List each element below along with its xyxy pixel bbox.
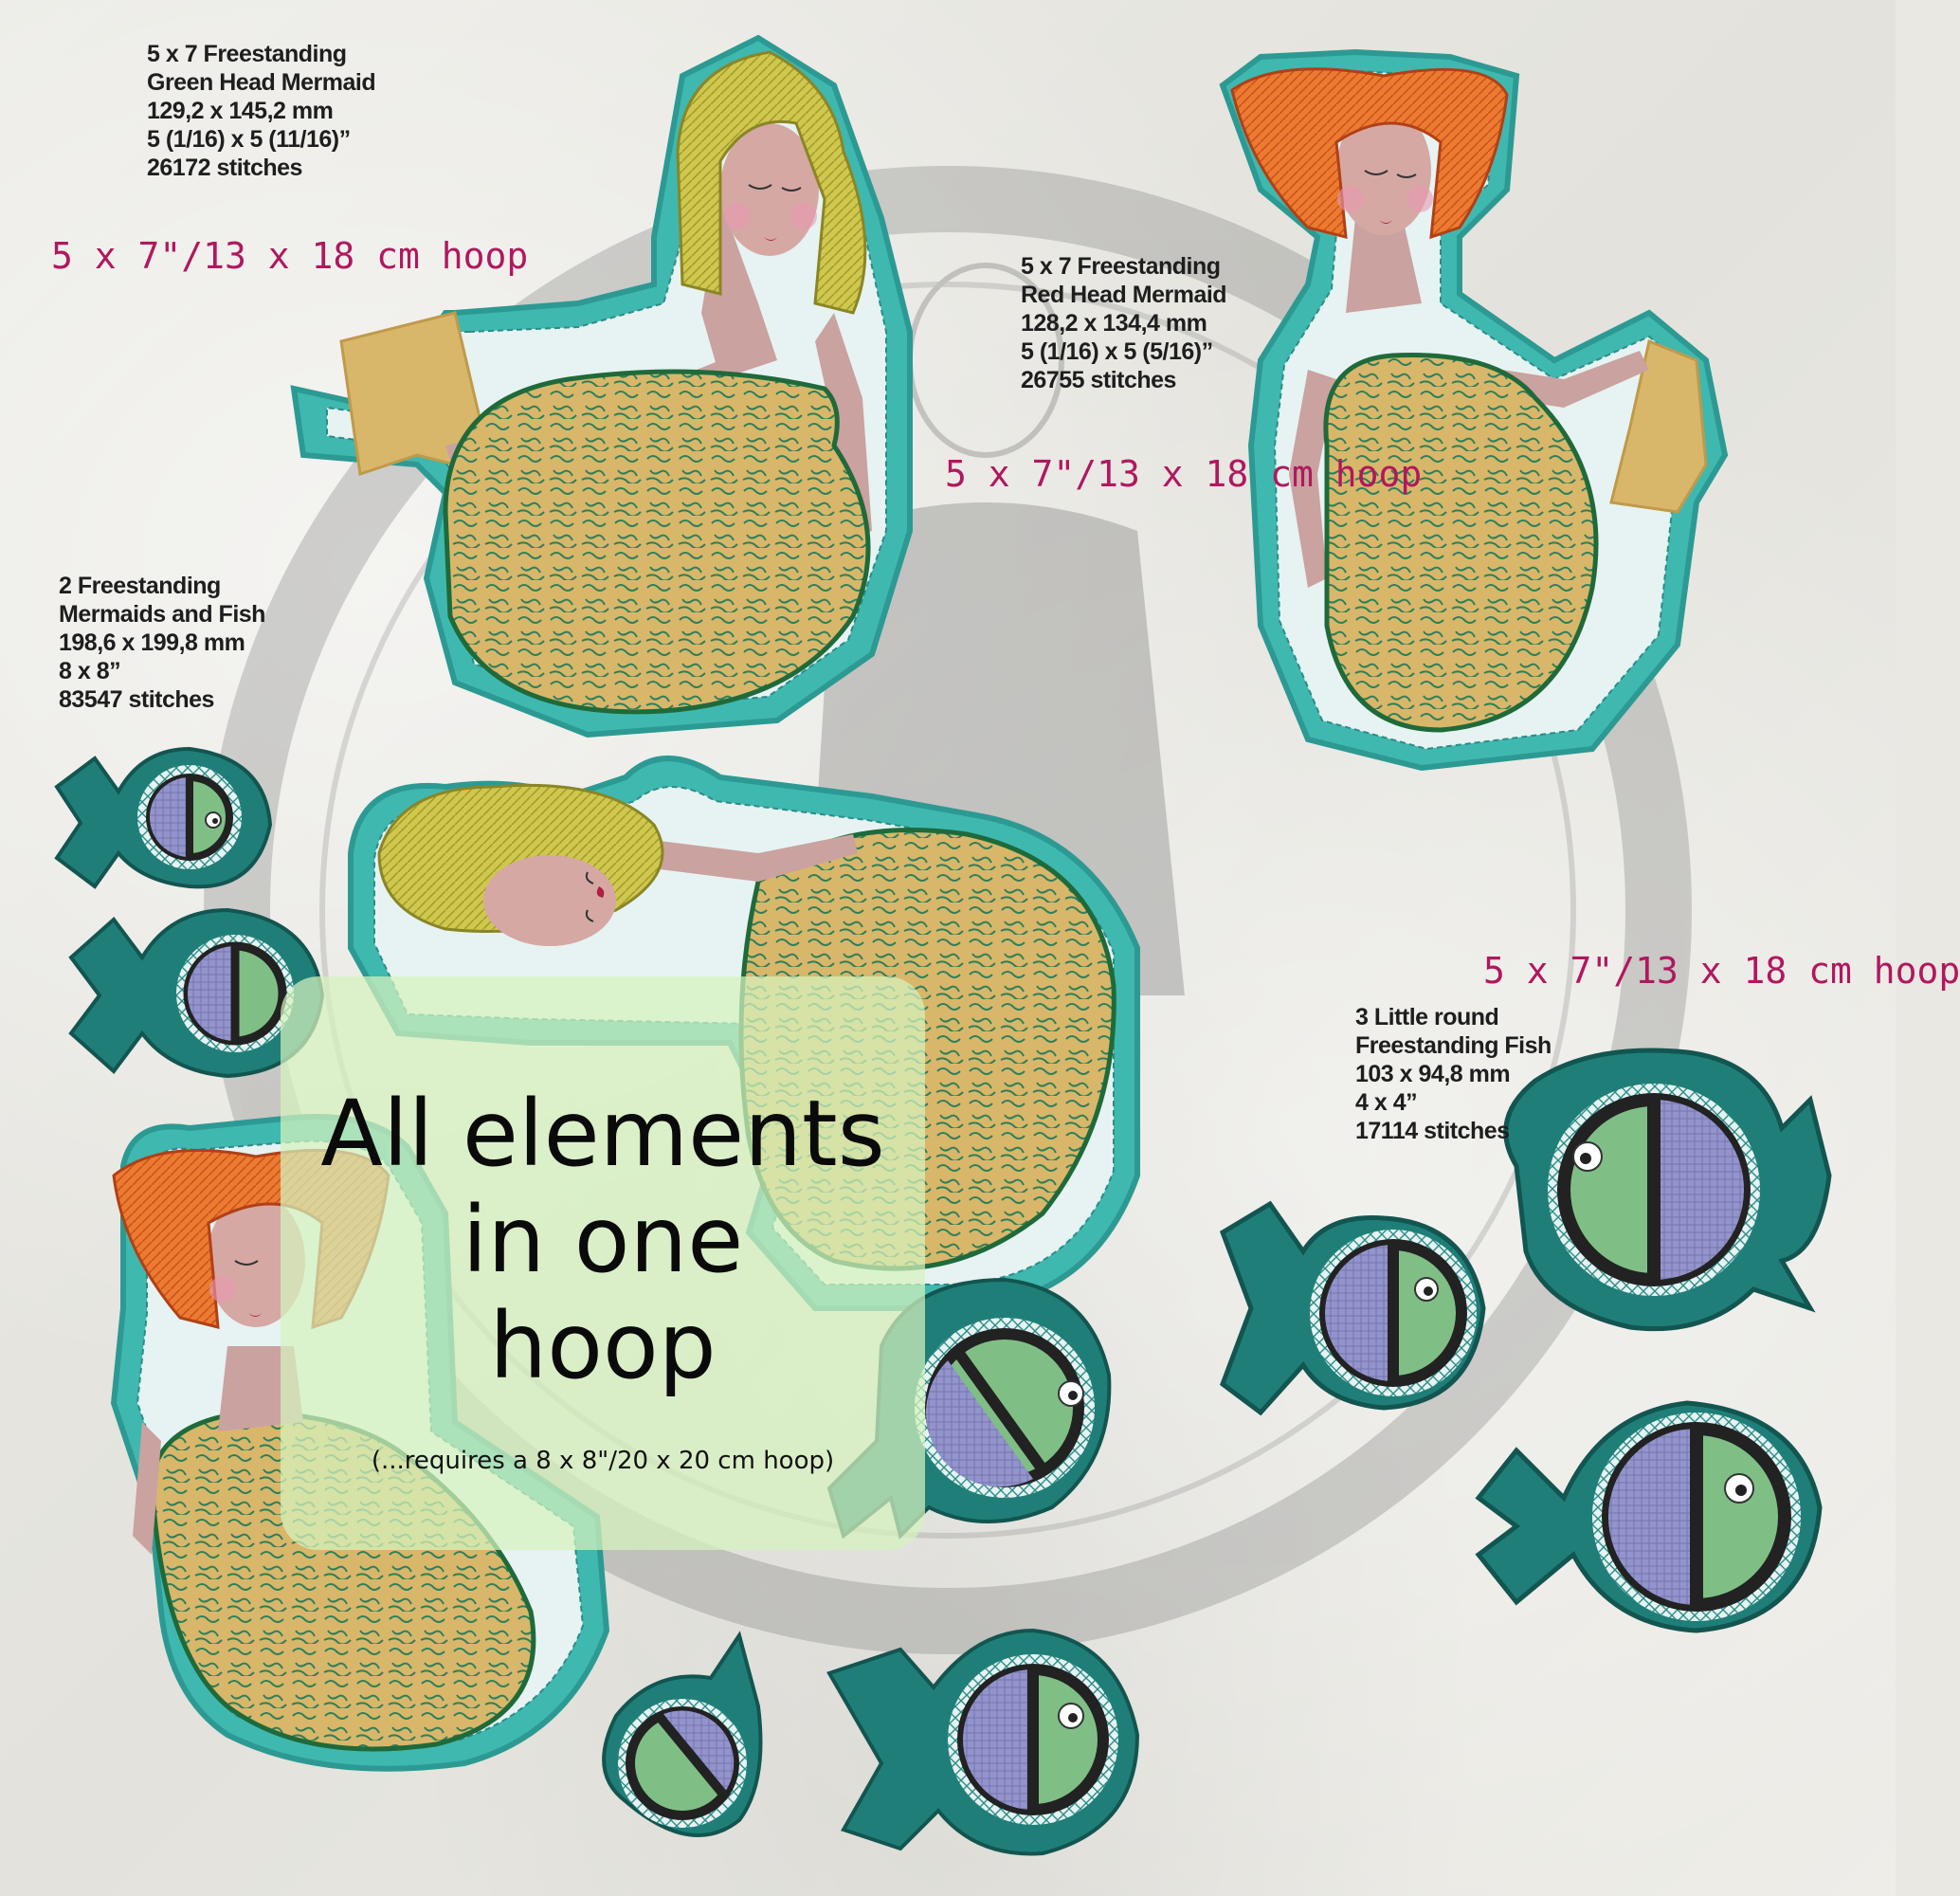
green-mermaid-info-line: 5 (1/16) x 5 (11/16)” [147,126,351,153]
fish-illustration [1219,1200,1486,1416]
fish-illustration [1475,1400,1823,1633]
mermaids-and-fish-info-line: 83547 stitches [59,686,214,713]
green-mermaid-hoop-label: 5 x 7"/13 x 18 cm hoop [51,235,529,277]
red-mermaid-info-line: 5 (1/16) x 5 (5/16)” [1021,338,1213,365]
artwork-layer [54,34,1832,1856]
fish-illustration [602,1631,763,1837]
fish-illustration [1503,1048,1832,1332]
mermaids-and-fish-info: 2 Freestanding Mermaids and Fish 198,6 x… [59,572,265,714]
green-head-mermaid-illustration [290,34,913,738]
red-mermaid-info-line: 128,2 x 134,4 mm [1021,310,1207,337]
round-fish-info-line: 4 x 4” [1355,1089,1418,1116]
green-mermaid-info-line: 5 x 7 Freestanding [147,41,347,67]
panel-title-line: hoop [489,1293,717,1399]
panel-title: All elements in one hoop [281,1081,925,1399]
mermaids-and-fish-info-line: Mermaids and Fish [59,601,265,628]
green-mermaid-info: 5 x 7 Freestanding Green Head Mermaid 12… [147,40,376,182]
green-mermaid-info-line: 129,2 x 145,2 mm [147,98,334,124]
panel-title-line: in one [462,1187,744,1293]
fish-illustration [826,1628,1140,1856]
red-mermaid-hoop-label: 5 x 7"/13 x 18 cm hoop [945,453,1423,495]
panel-hoop-note: (...requires a 8 x 8"/20 x 20 cm hoop) [371,1447,835,1475]
fish-illustration [54,746,273,889]
mermaids-and-fish-info-line: 2 Freestanding [59,573,221,599]
red-mermaid-info: 5 x 7 Freestanding Red Head Mermaid 128,… [1021,252,1227,394]
red-head-mermaid-illustration [1219,48,1729,772]
mermaids-and-fish-info-line: 8 x 8” [59,658,121,684]
round-fish-info-line: Freestanding Fish [1355,1032,1552,1059]
round-fish-info-line: 103 x 94,8 mm [1355,1061,1511,1087]
round-fish-info-line: 3 Little round [1355,1004,1499,1030]
red-mermaid-info-line: 26755 stitches [1021,367,1176,393]
mermaids-and-fish-info-line: 198,6 x 199,8 mm [59,629,245,656]
all-in-one-hoop-panel: All elements in one hoop (...requires a … [281,976,925,1550]
red-mermaid-info-line: 5 x 7 Freestanding [1021,253,1221,280]
fish-illustration [68,907,325,1079]
green-mermaid-info-line: Green Head Mermaid [147,69,376,96]
round-fish-info-line: 17114 stitches [1355,1118,1510,1144]
round-fish-info: 3 Little round Freestanding Fish 103 x 9… [1355,1003,1552,1145]
round-fish-hoop-label: 5 x 7"/13 x 18 cm hoop [1483,950,1960,992]
panel-title-line: All elements [320,1081,885,1187]
green-mermaid-info-line: 26172 stitches [147,155,302,181]
red-mermaid-info-line: Red Head Mermaid [1021,282,1227,308]
